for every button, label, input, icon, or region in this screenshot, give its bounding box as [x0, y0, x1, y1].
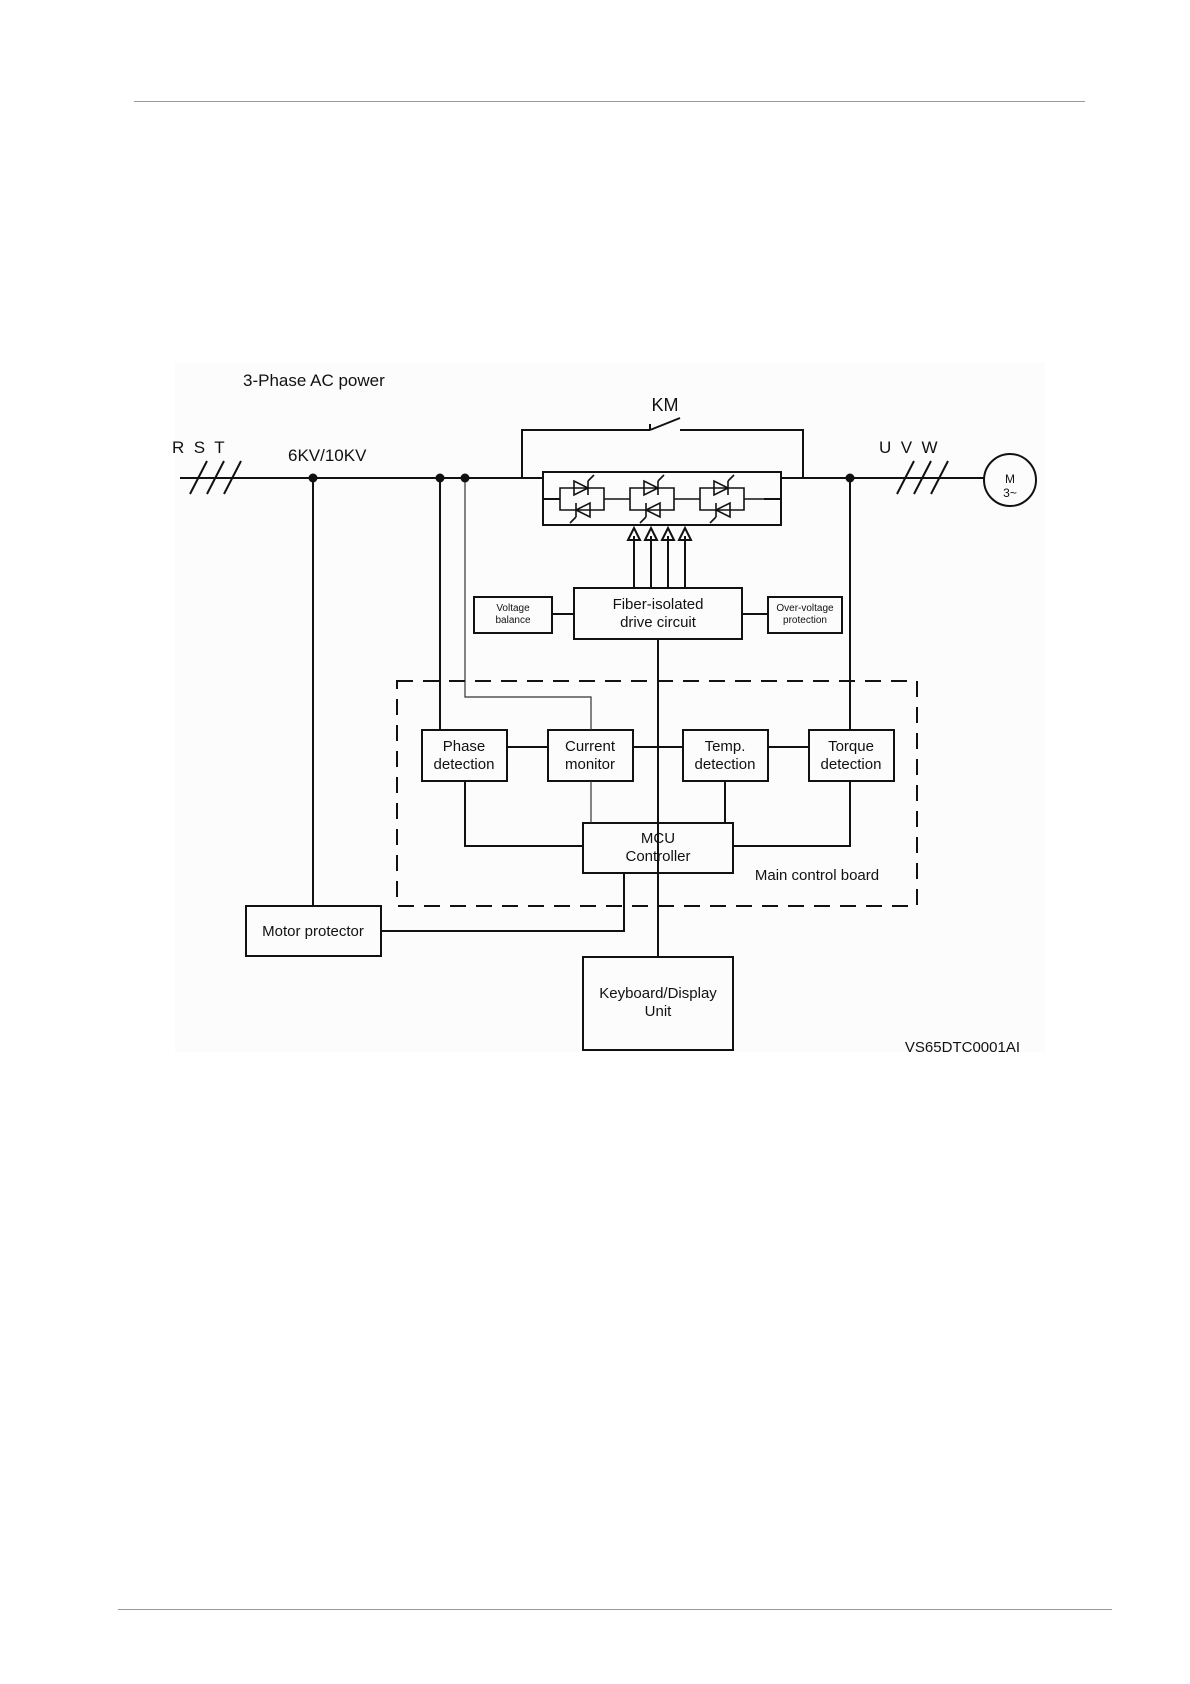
- motor-label-sub: 3~: [1003, 486, 1017, 500]
- current-monitor-text: monitor: [565, 756, 615, 773]
- voltage-balance-text: balance: [495, 615, 530, 626]
- junction-dot: [846, 474, 855, 483]
- mcu-text: Controller: [625, 848, 690, 865]
- junction-dot: [436, 474, 445, 483]
- motor-protector-text: Motor protector: [262, 923, 364, 940]
- header-title: 3-Phase AC power: [243, 371, 385, 390]
- main-board-label: Main control board: [755, 867, 879, 884]
- torque-detection-text: detection: [821, 756, 882, 773]
- over-voltage-text: Over-voltage: [776, 603, 834, 614]
- output-phases-label: U V W: [879, 438, 938, 457]
- current-monitor-text: Current: [565, 738, 616, 755]
- mcu-text: MCU: [641, 830, 675, 847]
- voltage-label: 6KV/10KV: [288, 446, 367, 465]
- junction-dot: [309, 474, 318, 483]
- motor-label: M: [1005, 472, 1015, 486]
- over-voltage-text: protection: [783, 615, 827, 626]
- keyboard-display-text: Keyboard/Display: [599, 985, 717, 1002]
- km-label: KM: [652, 395, 679, 415]
- phase-detection-text: detection: [434, 756, 495, 773]
- phase-detection-text: Phase: [443, 738, 486, 755]
- fiber-drive-text: Fiber-isolated: [613, 596, 704, 613]
- diagram-background: [175, 362, 1045, 1052]
- temp-detection-text: detection: [695, 756, 756, 773]
- temp-detection-text: Temp.: [705, 738, 746, 755]
- input-phases-label: R S T: [172, 438, 225, 457]
- voltage-balance-text: Voltage: [496, 603, 530, 614]
- figure-code: VS65DTC0001AI: [905, 1039, 1020, 1056]
- torque-detection-text: Torque: [828, 738, 874, 755]
- junction-dot: [461, 474, 470, 483]
- keyboard-display-text: Unit: [645, 1003, 673, 1020]
- fiber-drive-text: drive circuit: [620, 614, 697, 631]
